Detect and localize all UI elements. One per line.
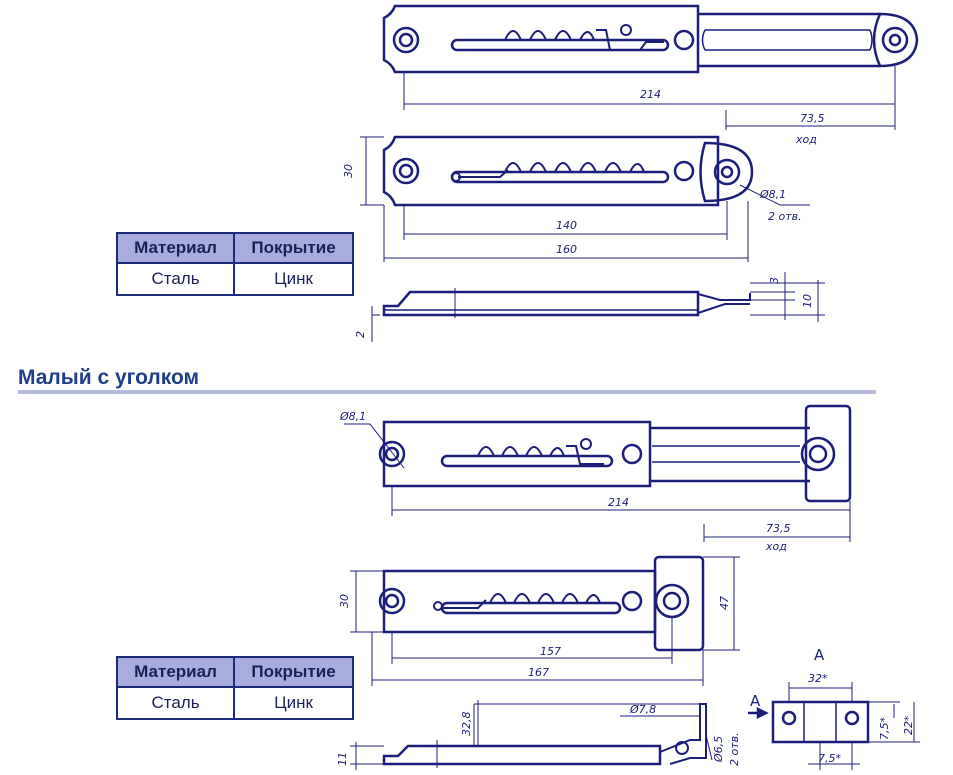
dim-hole-7-8: Ø7,8: [629, 703, 656, 716]
header-material: Материал: [115, 232, 236, 264]
top-side-dimensions: [371, 272, 825, 342]
dim-140: 140: [556, 219, 577, 232]
view-a-label: A: [814, 646, 825, 664]
dim-stroke-bottom: 73,5: [766, 522, 791, 535]
dim-22-star: 22*: [902, 715, 915, 735]
bottom-extended-view: [378, 404, 852, 503]
cell-material: Сталь: [115, 262, 236, 296]
header-coating: Покрытие: [233, 232, 354, 264]
dim-7-5-vertical: 7,5*: [878, 717, 891, 740]
bottom-retracted-view: [378, 555, 705, 652]
dim-hole-6-5: Ø6,5: [712, 736, 725, 763]
dim-157: 157: [540, 645, 561, 658]
dim-32-star: 32*: [808, 672, 828, 685]
hole-count-top: 2 отв.: [768, 210, 802, 223]
view-a: [748, 700, 870, 744]
top-side-view: [382, 288, 751, 318]
cell-coating: Цинк: [233, 262, 354, 296]
bottom-retracted-dimensions: [350, 556, 740, 686]
dim-10: 10: [801, 294, 814, 308]
section-divider: [18, 390, 876, 394]
top-retracted-dimensions: [360, 136, 810, 262]
spec-table-bottom: Материал Покрытие Сталь Цинк: [115, 656, 354, 720]
dim-30-top: 30: [342, 164, 355, 178]
bottom-extended-dimensions: [344, 423, 851, 542]
view-a-dimensions: [788, 682, 920, 770]
top-extended-view: [382, 4, 919, 74]
header-coating: Покрытие: [233, 656, 354, 688]
dim-30-bottom: 30: [338, 594, 351, 608]
bottom-side-view: [382, 703, 707, 768]
section-title: Малый с уголком: [18, 366, 200, 389]
dim-hole-top: Ø8,1: [759, 188, 786, 201]
dim-32-8: 32,8: [460, 712, 473, 737]
cell-material: Сталь: [115, 686, 236, 720]
stroke-label-bottom: ход: [765, 540, 787, 553]
view-a-arrow-label: A: [750, 692, 761, 710]
top-retracted-view: [382, 135, 754, 207]
dim-2: 2: [354, 331, 367, 338]
stroke-label-top: ход: [795, 133, 817, 146]
top-extended-dimensions: [403, 66, 896, 130]
header-material: Материал: [115, 656, 236, 688]
dim-214-top: 214: [640, 88, 661, 101]
dim-7-5-horizontal: 7,5*: [818, 752, 841, 765]
dim-160: 160: [556, 243, 577, 256]
dim-47: 47: [718, 596, 731, 610]
cell-coating: Цинк: [233, 686, 354, 720]
dim-11: 11: [336, 752, 349, 766]
dim-hole-bottom: Ø8,1: [339, 410, 366, 423]
dim-167: 167: [528, 666, 549, 679]
bottom-side-dimensions: [350, 700, 713, 770]
dim-3: 3: [768, 277, 781, 284]
dim-214-bottom: 214: [608, 496, 629, 509]
spec-table-top: Материал Покрытие Сталь Цинк: [115, 232, 354, 296]
dim-stroke-top: 73,5: [800, 112, 825, 125]
hole-count-bottom: 2 отв.: [728, 732, 741, 766]
